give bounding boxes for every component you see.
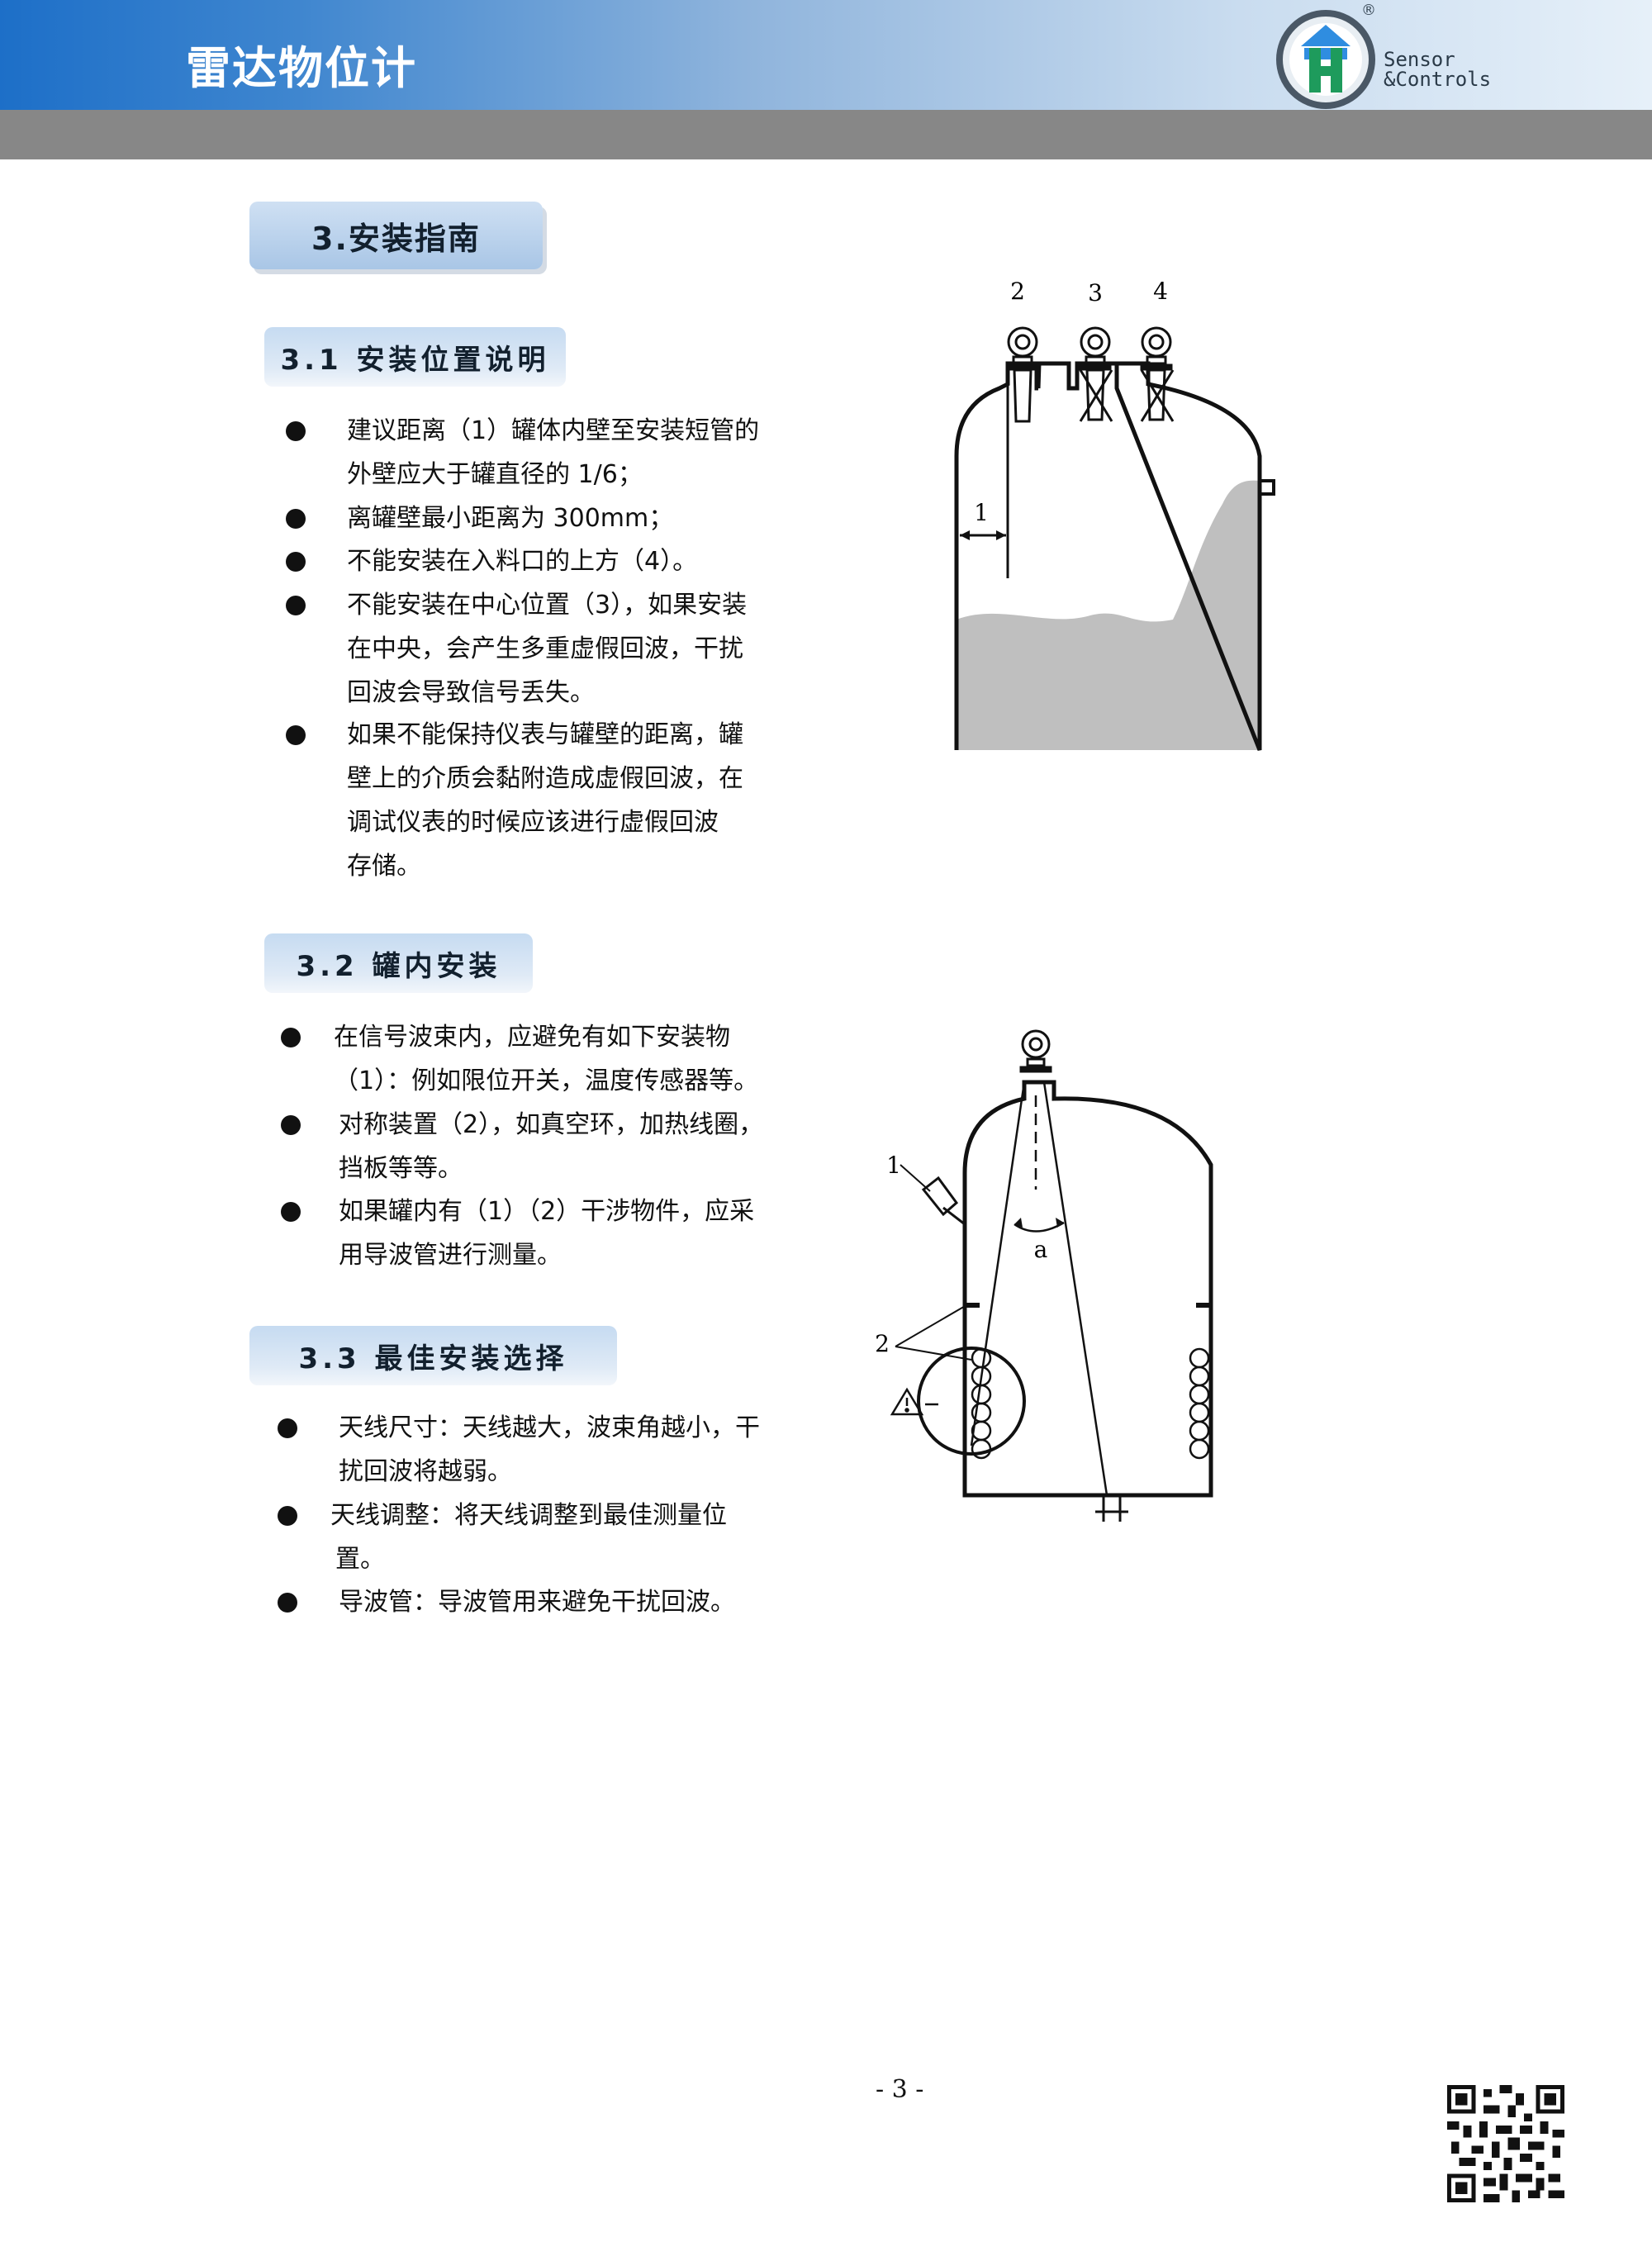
label-4: 4 (1153, 278, 1168, 305)
tank-liquid (957, 480, 1260, 750)
qr-code-icon (1447, 2085, 1564, 2202)
sensor-controls-logo-icon (1276, 10, 1375, 109)
sec32-line: 用导波管进行测量。 (339, 1241, 562, 1270)
header-gray-band (0, 110, 1652, 159)
bullet-dot (286, 552, 306, 572)
sec31-line: 建议距离（1）罐体内壁至安装短管的 (347, 416, 760, 445)
heating-coil-left (971, 1347, 992, 1460)
installation-position-diagram: 2 3 4 1 (954, 278, 1275, 751)
bullet-dot (286, 596, 306, 615)
bullet-dot (286, 421, 306, 441)
warning-icon (890, 1387, 938, 1416)
sec31-line: 不能安装在入料口的上方（4）。 (347, 547, 698, 576)
sec31-line: 不能安装在中心位置（3），如果安装 (347, 591, 748, 620)
sensor-2 (1006, 326, 1039, 423)
brand-line-1: Sensor (1384, 48, 1455, 71)
registered-mark: ® (1361, 2, 1376, 19)
label-a: a (1034, 1236, 1048, 1263)
sec32-line: 如果罐内有（1）（2）干涉物件，应采 (339, 1197, 755, 1226)
label-3: 3 (1088, 279, 1103, 306)
sec33-line: 置。 (335, 1545, 385, 1574)
brand-text: Sensor &Controls (1384, 50, 1491, 89)
label-1: 1 (886, 1152, 901, 1179)
bullet-dot (281, 1202, 301, 1222)
sec31-line: 回波会导致信号丢失。 (347, 678, 595, 707)
bullet-dot (278, 1506, 297, 1526)
sec31-line: 存储。 (347, 852, 421, 881)
sec33-line: 天线尺寸：天线越大，波束角越小，干 (339, 1413, 760, 1442)
sec31-line: 如果不能保持仪表与罐壁的距离，罐 (347, 720, 743, 749)
bullet-dot (278, 1418, 297, 1438)
sec32-line: 挡板等等。 (339, 1154, 463, 1183)
sec32-line: （1）：例如限位开关，温度传感器等。 (334, 1066, 759, 1095)
sec32-line: 对称装置（2），如真空环，加热线圈， (339, 1110, 764, 1139)
bullet-dot (278, 1593, 297, 1613)
sec33-line: 天线调整：将天线调整到最佳测量位 (330, 1501, 727, 1530)
sec33-line: 导波管：导波管用来避免干扰回波。 (339, 1588, 735, 1617)
sec33-line: 扰回波将越弱。 (339, 1457, 512, 1486)
section-3-2-heading: 3.2 罐内安装 (264, 933, 533, 993)
beam-left (970, 1081, 1026, 1446)
section-3-1-heading: 3.1 安装位置说明 (264, 327, 566, 387)
document-title: 雷达物位计 (186, 42, 417, 94)
drain-outlet (1095, 1495, 1128, 1522)
bullet-dot (286, 509, 306, 529)
bullet-dot (281, 1028, 301, 1047)
sec31-line: 外壁应大于罐直径的 1/6； (347, 460, 643, 489)
tank-outline (962, 1080, 1213, 1498)
inlet-pipe (1260, 479, 1275, 496)
sensor-3 (1079, 326, 1113, 422)
page-number: - 3 - (876, 2075, 924, 2104)
sensor-4 (1140, 326, 1175, 422)
sec31-line: 调试仪表的时候应该进行虚假回波 (347, 808, 719, 837)
brand-line-2: &Controls (1384, 68, 1492, 91)
beam-right (1042, 1081, 1108, 1496)
bullet-dot (286, 725, 306, 745)
label-2: 2 (1010, 278, 1025, 305)
label-2: 2 (875, 1330, 890, 1357)
tank-outline (954, 361, 1262, 751)
sec31-line: 壁上的介质会黏附造成虚假回波，在 (347, 764, 743, 793)
in-tank-installation-diagram: a 1 2 (875, 1029, 1213, 1522)
sec31-line: 在中央，会产生多重虚假回波，干扰 (347, 634, 743, 663)
section-3-heading: 3.安装指南 (249, 202, 543, 269)
header-bar: 雷达物位计 ® Sensor &Controls (0, 0, 1652, 110)
sec32-line: 在信号波束内，应避免有如下安装物 (334, 1023, 730, 1052)
section-3-3-heading: 3.3 最佳安装选择 (249, 1326, 617, 1385)
radar-sensor (1019, 1029, 1052, 1073)
label-1: 1 (974, 499, 989, 526)
bullet-dot (281, 1115, 301, 1135)
heating-coil-right (1189, 1347, 1210, 1460)
sec31-line: 离罐壁最小距离为 300mm； (347, 504, 674, 533)
limit-switch (921, 1176, 966, 1226)
highlight-circle (917, 1347, 1026, 1456)
